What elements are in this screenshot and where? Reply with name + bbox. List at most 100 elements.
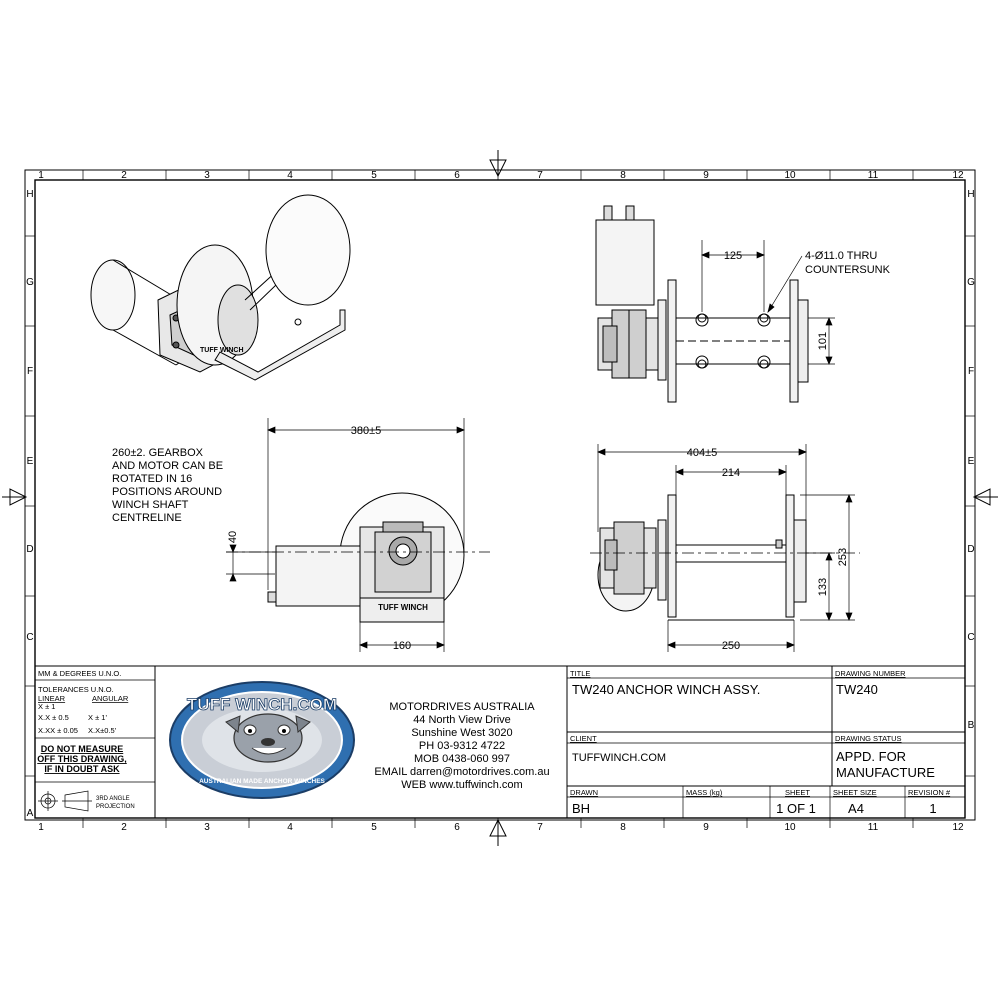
status-header: DRAWING STATUS xyxy=(835,734,902,743)
col-label: 10 xyxy=(784,170,796,181)
company-address-1: 44 North View Drive xyxy=(413,714,511,726)
rotation-note-line5: WINCH SHAFT xyxy=(112,499,189,511)
angular-header: ANGULAR xyxy=(92,694,129,703)
col-label: 6 xyxy=(454,822,460,833)
top-view: 125 101 4-Ø11.0 THRU COUNTERSUNK xyxy=(595,205,891,403)
title-fields: TITLE TW240 ANCHOR WINCH ASSY. DRAWING N… xyxy=(570,669,951,816)
front-drum xyxy=(657,494,807,621)
iso-inner-flange xyxy=(176,244,259,366)
company-info: MOTORDRIVES AUSTRALIA 44 North View Driv… xyxy=(374,701,549,791)
status-value-1: APPD. FOR xyxy=(836,749,906,764)
client-value: TUFFWINCH.COM xyxy=(572,752,666,764)
warning-line2: OFF THIS DRAWING, xyxy=(37,754,127,764)
col-label: 12 xyxy=(952,822,964,833)
units-text: MM & DEGREES U.N.O. xyxy=(38,669,121,678)
col-label: 9 xyxy=(703,170,709,181)
projection-line1: 3RD ANGLE xyxy=(96,796,130,802)
bulldog-mascot-icon xyxy=(225,713,311,763)
dim-250-lines xyxy=(667,620,795,652)
company-phone: PH 03-9312 4722 xyxy=(419,740,505,752)
dim-133: 133 xyxy=(817,578,829,596)
side-view: TUFF WINCH 380±5 40 160 xyxy=(112,418,490,652)
row-label: G xyxy=(26,277,34,288)
row-label: G xyxy=(967,277,975,288)
col-label: 7 xyxy=(537,822,543,833)
side-motor xyxy=(267,545,361,607)
top-gearbox xyxy=(597,309,659,379)
title-header: TITLE xyxy=(570,669,590,678)
warning-line3: IF IN DOUBT ASK xyxy=(44,764,120,774)
col-label: 10 xyxy=(784,822,796,833)
dim-250: 250 xyxy=(722,640,740,652)
drawing-number-header: DRAWING NUMBER xyxy=(835,669,906,678)
row-label: E xyxy=(27,456,34,467)
linear-tol-2: X.X ± 0.5 xyxy=(38,713,69,722)
rotation-note-line3: ROTATED IN 16 xyxy=(112,473,192,485)
iso-product-label: TUFF WINCH xyxy=(200,347,244,354)
top-motor xyxy=(595,205,655,306)
dim-160: 160 xyxy=(393,640,411,652)
title-value: TW240 ANCHOR WINCH ASSY. xyxy=(572,682,760,697)
col-label: 8 xyxy=(620,170,626,181)
iso-base xyxy=(214,309,346,381)
company-web: WEB www.tuffwinch.com xyxy=(401,779,522,791)
dim-214: 214 xyxy=(722,467,740,479)
drawn-value: BH xyxy=(572,801,590,816)
hole-note-line1: 4-Ø11.0 THRU xyxy=(805,250,877,262)
col-label: 5 xyxy=(371,822,377,833)
col-label: 7 xyxy=(537,170,543,181)
mass-header: MASS (kg) xyxy=(686,788,723,797)
col-label: 6 xyxy=(454,170,460,181)
col-label: 12 xyxy=(952,170,964,181)
rotation-note-line1: 260±2. GEARBOX xyxy=(112,447,204,459)
row-label: H xyxy=(26,189,33,200)
tol-title: TOLERANCES U.N.O. xyxy=(38,685,114,694)
dim-253: 253 xyxy=(837,548,849,566)
tolerances-panel: MM & DEGREES U.N.O. TOLERANCES U.N.O. LI… xyxy=(37,669,135,812)
col-label: 3 xyxy=(204,822,210,833)
col-label: 9 xyxy=(703,822,709,833)
dim-101-lines xyxy=(808,317,835,365)
rotation-note-line2: AND MOTOR CAN BE xyxy=(112,460,223,472)
dim-40: 40 xyxy=(227,531,239,543)
column-labels-bottom: 1 2 3 4 5 6 7 8 9 10 11 12 xyxy=(38,822,964,833)
revision-header: REVISION # xyxy=(908,788,951,797)
drawing-number-value: TW240 xyxy=(836,682,878,697)
angular-tol-2: X.X±0.5' xyxy=(88,726,117,735)
row-label: D xyxy=(26,544,33,555)
logo-top-text: TUFF WINCH.COM xyxy=(187,695,337,714)
projection-line2: PROJECTION xyxy=(96,804,135,810)
dim-380: 380±5 xyxy=(351,425,382,437)
company-name: MOTORDRIVES AUSTRALIA xyxy=(389,701,535,713)
row-label: C xyxy=(26,632,33,643)
dim-160-lines xyxy=(359,622,445,652)
col-label: 11 xyxy=(868,822,879,833)
client-header: CLIENT xyxy=(570,734,597,743)
col-label: 3 xyxy=(204,170,210,181)
col-label: 4 xyxy=(287,170,293,181)
col-label: 2 xyxy=(121,822,127,833)
rotation-note-line4: POSITIONS AROUND xyxy=(112,486,222,498)
dim-125: 125 xyxy=(724,250,742,262)
linear-tol-3: X.XX ± 0.05 xyxy=(38,726,78,735)
border-ticks xyxy=(25,170,975,828)
row-label: F xyxy=(27,366,33,377)
title-block xyxy=(34,665,966,819)
row-label: H xyxy=(967,189,974,200)
row-label: D xyxy=(967,544,974,555)
row-labels-right: H G F E D C B xyxy=(967,189,975,731)
col-label: 1 xyxy=(38,822,44,833)
linear-header: LINEAR xyxy=(38,694,66,703)
sheet-size-value: A4 xyxy=(848,801,864,816)
sheet-value: 1 OF 1 xyxy=(776,801,816,816)
dim-101: 101 xyxy=(817,332,829,350)
column-labels-top: 1 2 3 4 5 6 7 8 9 10 11 12 xyxy=(38,170,964,181)
col-label: 5 xyxy=(371,170,377,181)
iso-outer-flange xyxy=(265,194,351,306)
revision-value: 1 xyxy=(929,801,936,816)
dim-404-lines xyxy=(597,444,807,532)
front-view: 404±5 214 253 133 xyxy=(590,444,860,652)
company-mobile: MOB 0438-060 997 xyxy=(414,753,510,765)
projection-symbol-icon xyxy=(38,790,92,812)
